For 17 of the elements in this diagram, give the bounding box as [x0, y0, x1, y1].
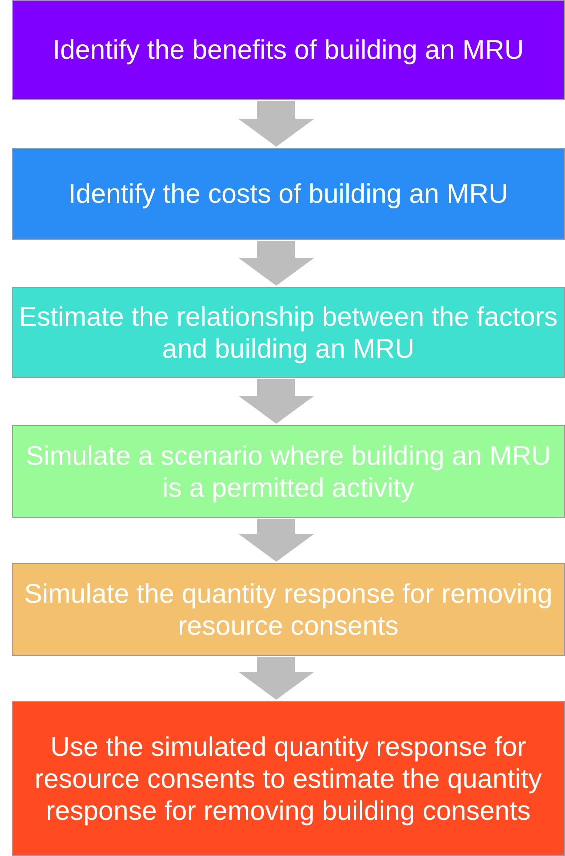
block-arrow — [238, 519, 314, 562]
process-box — [12, 701, 565, 856]
process-box — [12, 148, 565, 240]
step-text: Use the simulated quantity response for resource consents to estimate the quantity response for removing building consents — [34, 730, 544, 826]
process-box — [12, 287, 565, 378]
block-arrow — [238, 657, 314, 700]
process-box — [12, 563, 565, 656]
step-text: Identify the benefits of building an MRU — [52, 34, 524, 66]
step-text: Identify the costs of building an MRU — [68, 178, 508, 210]
block-arrow — [238, 101, 314, 147]
step-text: Estimate the relationship between the factors and building an MRU — [19, 300, 558, 364]
step-text: Simulate the quantity response for removing resource consents — [23, 578, 554, 642]
block-arrow — [238, 379, 314, 424]
step-text: Simulate a scenario where building an MRU is a permitted activity — [24, 440, 552, 504]
block-arrow — [238, 241, 314, 286]
process-box — [12, 425, 565, 518]
process-box — [12, 0, 565, 100]
